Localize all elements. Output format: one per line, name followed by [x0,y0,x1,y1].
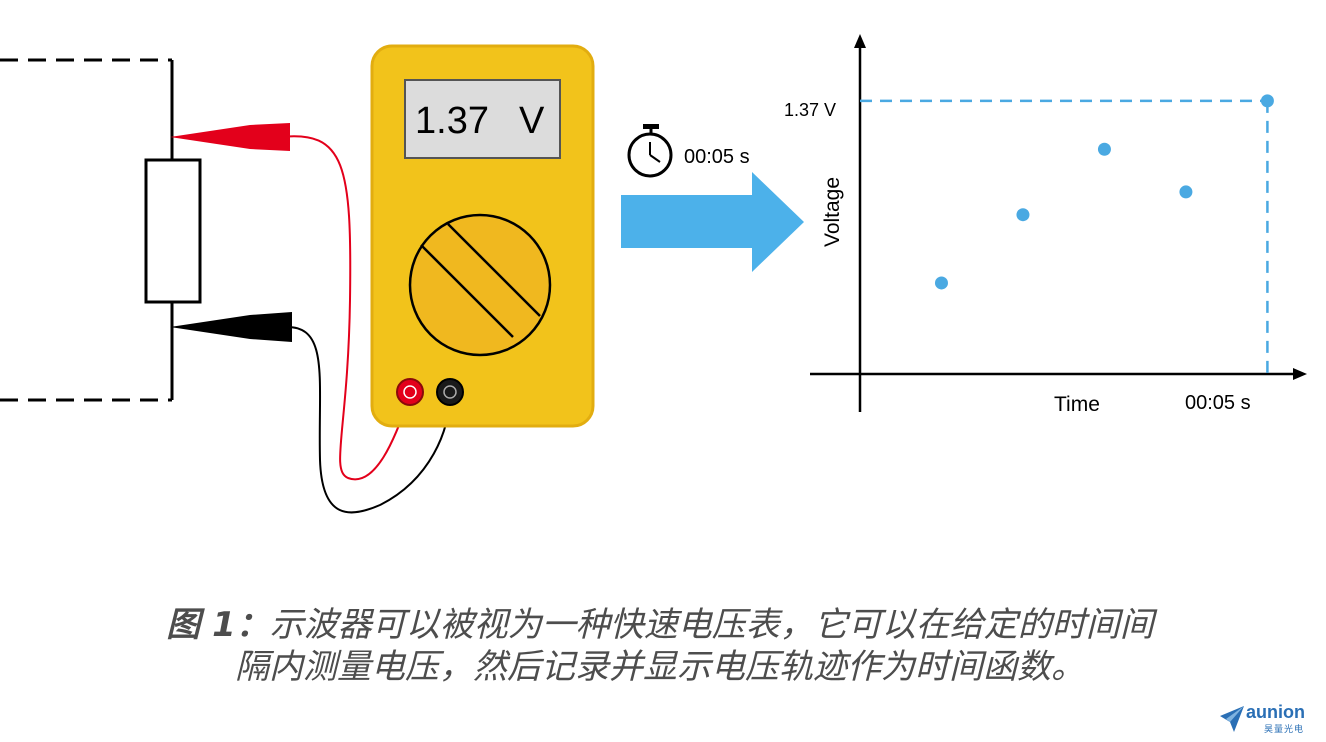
data-point-5 [1260,94,1274,108]
voltage-time-chart: 1.37 V 00:05 s Time Voltage [784,34,1307,416]
data-point-1 [934,276,948,290]
timer-label: 00:05 s [684,146,750,168]
figure-caption: 图 1：示波器可以被视为一种快速电压表，它可以在给定的时间间隔内测量电压，然后记… [150,604,1170,688]
circuit [0,58,202,402]
data-point-2 [1016,208,1030,222]
stopwatch-crown [643,124,659,129]
meter-reading: 1.37 [415,100,489,142]
caption-lead: 图 1： [166,605,270,645]
red-probe-tip [170,123,290,151]
stopwatch-hand [649,154,661,163]
resistor [144,158,202,304]
logo-sub: 昊量光电 [1264,725,1305,735]
caption-text: 示波器可以被视为一种快速电压表，它可以在给定的时间间隔内测量电压，然后记录并显示… [235,605,1154,687]
black-probe-tip [170,312,292,342]
y-axis-label: Voltage [821,177,844,247]
x-axis-label: Time [1054,393,1100,416]
x-tick-label: 00:05 s [1185,392,1251,414]
black-jack-ring [443,385,457,399]
y-tick-label: 1.37 V [784,100,836,120]
x-axis-arrowhead [1293,368,1307,380]
meter-unit: V [519,100,545,142]
dial-stripe [447,223,541,317]
paper-plane-icon [1220,706,1244,732]
black-probe-wire [284,325,451,514]
data-points [934,94,1274,290]
red-probe-wire [279,135,411,481]
red-input-jack [396,378,424,406]
black-input-jack [436,378,464,406]
multimeter: 1.37 V [370,44,595,428]
flow-arrow [621,172,804,272]
logo-brand: aunion [1246,702,1305,722]
multimeter-display [404,79,561,159]
dial-stripe [420,244,514,338]
data-point-4 [1179,185,1193,199]
red-jack-ring [403,385,417,399]
y-axis-arrowhead [854,34,866,48]
stopwatch-icon [627,124,673,178]
brand-logo: aunion 昊量光电 [1218,702,1318,736]
data-point-3 [1097,142,1111,156]
selector-dial [408,213,552,357]
